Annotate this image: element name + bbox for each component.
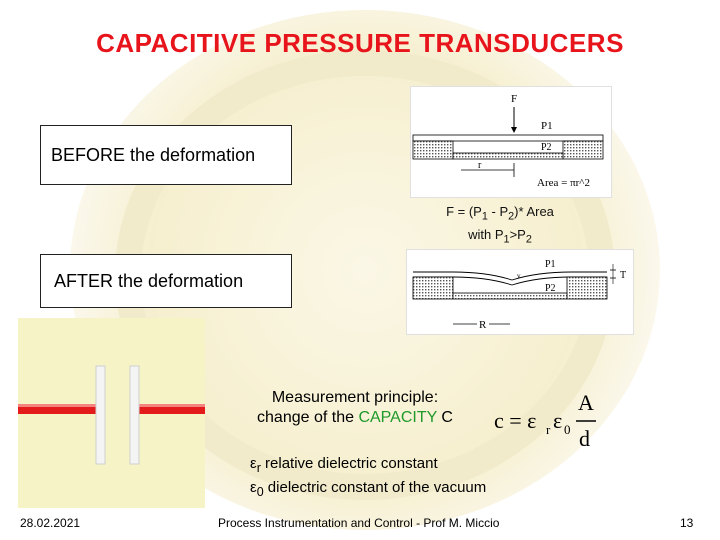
measurement-principle-line2: change of the CAPACITY C — [257, 409, 453, 426]
p1-label-after: P1 — [545, 259, 556, 270]
legend-vacuum: ε0 dielectric constant of the vacuum — [250, 479, 487, 499]
housing-right — [562, 140, 604, 160]
after-deformation-box: AFTER the deformation — [40, 254, 292, 308]
equation-lhs: c = ε — [494, 408, 536, 433]
legend-relative: εr relative dielectric constant — [250, 455, 438, 475]
after-deformation-label: AFTER the deformation — [54, 270, 244, 291]
measurement-principle: Measurement principle: change of the CAP… — [240, 388, 470, 428]
capacitor-plates-svg — [18, 365, 205, 465]
housing-left-after — [412, 276, 454, 300]
diagram-before-deformation: F P1 P2 r Area = πr^2 — [410, 86, 612, 198]
p2-label-after: P2 — [545, 283, 556, 294]
left-lead-rod — [18, 404, 98, 414]
deflection-label: v — [517, 272, 521, 280]
slide-title: CAPACITIVE PRESSURE TRANSDUCERS — [96, 28, 624, 58]
deformed-membrane-top — [413, 271, 607, 281]
page-number: 13 — [680, 516, 694, 530]
radius-label: r — [478, 160, 482, 171]
radius-label-after: R — [479, 319, 487, 331]
measurement-principle-line1: Measurement principle: — [271, 389, 439, 406]
diagram-after-deformation: P1 v P2 T R — [406, 249, 634, 335]
footer-course: Process Instrumentation and Control - Pr… — [218, 516, 500, 530]
capacitor-plates-photo — [18, 318, 205, 508]
force-label: F — [511, 93, 517, 105]
before-deformation-box: BEFORE the deformation — [40, 125, 292, 185]
housing-left — [412, 140, 454, 160]
force-formula-line2: with P1>P2 — [468, 226, 532, 246]
capacity-equation-svg: c = ε r ε 0 A d — [494, 390, 596, 451]
diagram-after-svg: P1 v P2 T R — [412, 259, 626, 331]
symbol-legend: εr relative dielectric constant ε0 diele… — [250, 454, 486, 502]
equation-sub-r: r — [546, 422, 551, 437]
p2-label: P2 — [541, 142, 552, 153]
equation-sub-0: 0 — [564, 422, 571, 437]
deformed-membrane-bottom — [413, 276, 607, 286]
equation-numerator: A — [578, 390, 594, 415]
footer-date: 28.02.2021 — [20, 516, 81, 530]
left-plate — [95, 365, 106, 465]
membrane — [412, 134, 604, 142]
force-arrowhead — [511, 127, 517, 133]
force-formula: F = (P1 - P2)* Area with P1>P2 — [420, 203, 580, 248]
capacity-highlight: CAPACITY — [358, 409, 437, 426]
housing-base-after — [452, 292, 568, 300]
housing-right-after — [566, 276, 608, 300]
area-label: Area = πr^2 — [537, 177, 590, 189]
housing-base — [452, 152, 564, 160]
right-plate — [129, 365, 140, 465]
thickness-label: T — [620, 270, 626, 281]
equation-denominator: d — [579, 426, 590, 451]
capacity-equation: c = ε r ε 0 A d — [492, 384, 607, 454]
diagram-before-svg: F P1 P2 r Area = πr^2 — [412, 93, 604, 189]
before-deformation-label: BEFORE the deformation — [51, 144, 256, 165]
p1-label: P1 — [541, 120, 553, 132]
force-formula-line1: F = (P1 - P2)* Area — [446, 204, 554, 223]
equation-eps0: ε — [553, 408, 562, 433]
right-lead-rod — [138, 404, 205, 414]
